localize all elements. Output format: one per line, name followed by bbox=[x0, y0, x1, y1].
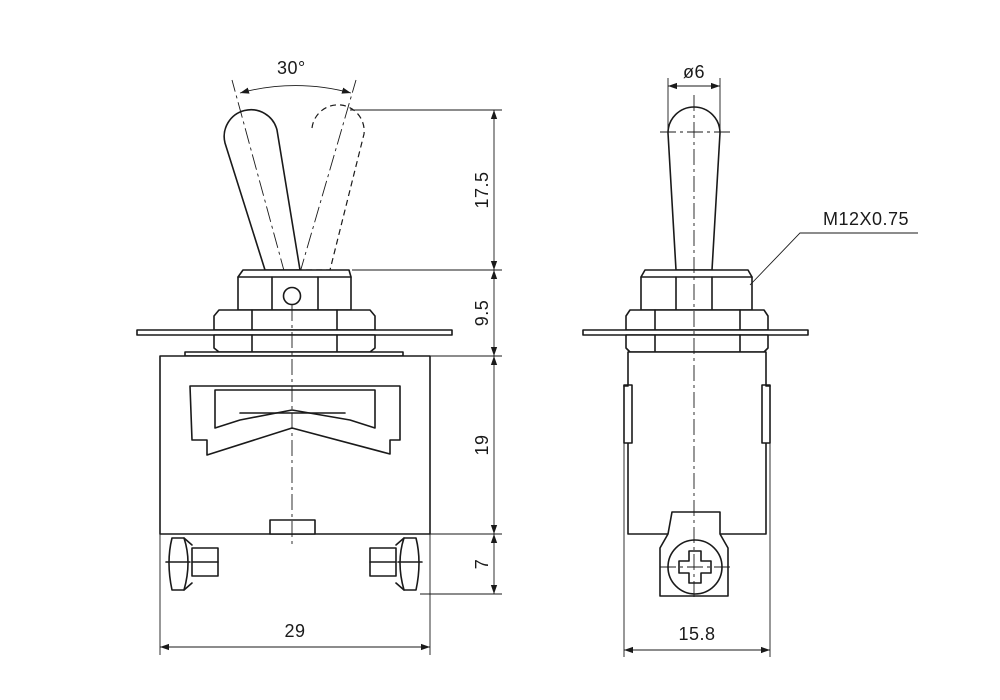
dimension-15-8: 15.8 bbox=[623, 443, 771, 657]
angle-dimension: 30° bbox=[239, 58, 352, 94]
front-view: 30° 17.5 9.5 19 7 bbox=[136, 58, 502, 655]
dimension-29: 29 bbox=[160, 621, 430, 651]
side-toggle-nut bbox=[640, 269, 753, 311]
body-depth-label: 15.8 bbox=[678, 624, 715, 644]
angle-label: 30° bbox=[277, 58, 306, 78]
front-terminal-screw-right bbox=[369, 537, 423, 591]
body-width-label: 29 bbox=[284, 621, 305, 641]
lever-diameter-label: ø6 bbox=[683, 62, 705, 82]
front-extension-lines bbox=[159, 109, 502, 655]
side-body-clip-left bbox=[623, 384, 633, 444]
lever-height-label: 17.5 bbox=[472, 171, 492, 208]
dimension-diameter-6: ø6 bbox=[667, 62, 721, 133]
front-lever-alt-axis bbox=[291, 79, 357, 301]
side-body-clip-right bbox=[761, 384, 771, 444]
front-lever-alt-position bbox=[295, 104, 365, 271]
front-body-tab bbox=[269, 519, 316, 535]
front-hex-nut-lower bbox=[213, 334, 376, 353]
side-body bbox=[623, 351, 771, 535]
front-toggle-nut bbox=[237, 269, 352, 311]
side-hex-nut-upper bbox=[625, 309, 769, 331]
front-terminal-screw-left bbox=[165, 537, 219, 591]
thread-callout: M12X0.75 bbox=[749, 209, 918, 286]
body-height-label: 19 bbox=[472, 434, 492, 455]
bushing-height-label: 9.5 bbox=[472, 300, 492, 327]
pivot-pin bbox=[282, 286, 302, 306]
front-lever-axis bbox=[231, 79, 293, 301]
dimension-7: 7 bbox=[472, 534, 498, 594]
dimension-19: 19 bbox=[472, 356, 498, 534]
dimension-17-5: 17.5 bbox=[472, 110, 498, 270]
thread-spec-label: M12X0.75 bbox=[823, 209, 909, 229]
side-view: ø6 M12X0.75 15.8 bbox=[582, 62, 918, 657]
front-hex-nut-upper bbox=[213, 309, 376, 331]
terminal-height-label: 7 bbox=[472, 559, 492, 570]
side-hex-nut-lower bbox=[625, 334, 769, 353]
dimension-9-5: 9.5 bbox=[472, 270, 498, 356]
front-body bbox=[159, 355, 431, 535]
